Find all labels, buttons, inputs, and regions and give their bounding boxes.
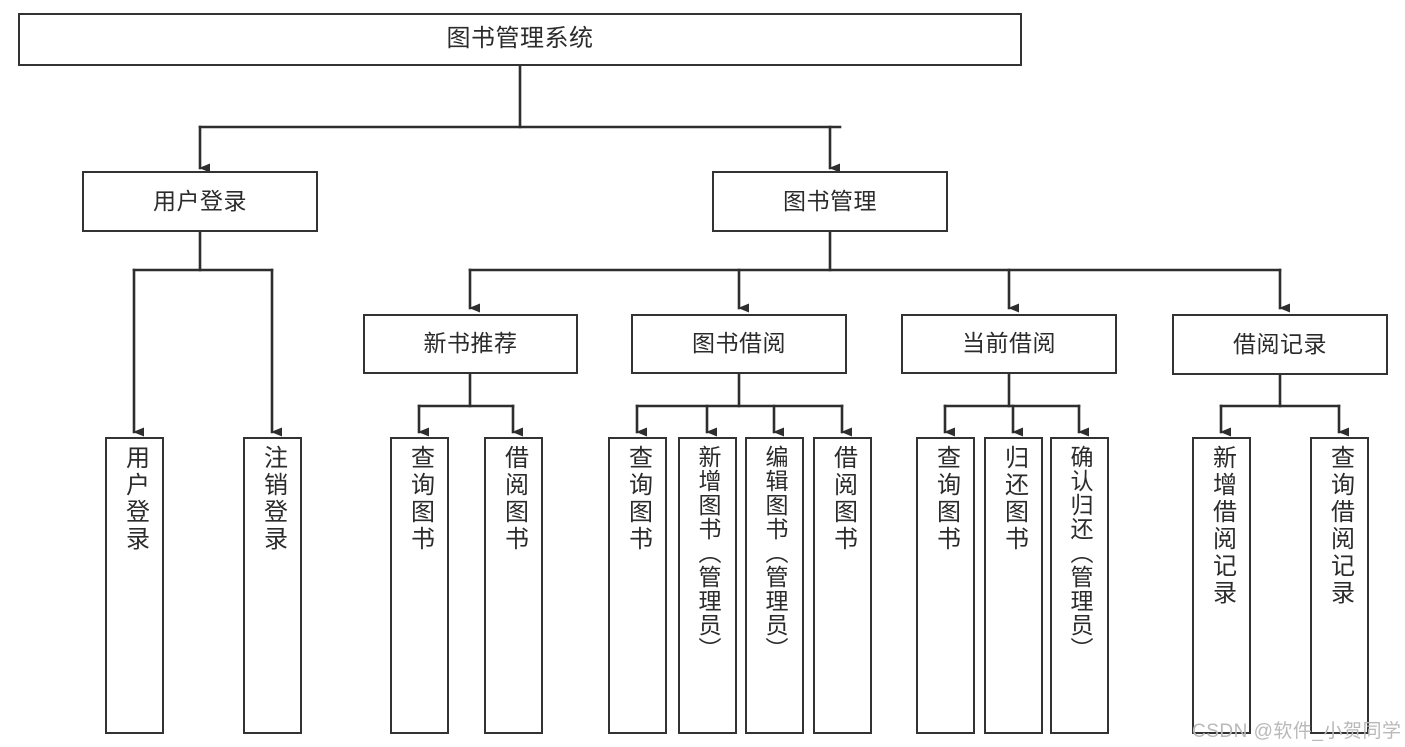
node-leaf-logout[interactable]: 注销登录 (243, 437, 302, 734)
node-new-book-recommend[interactable]: 新书推荐 (363, 314, 578, 374)
node-label: 归还图书 (1000, 445, 1028, 553)
node-label: 编辑图书（管理员） (762, 445, 788, 661)
node-label: 查询图书 (624, 445, 652, 553)
node-leaf-borrow-book[interactable]: 借阅图书 (813, 437, 872, 734)
node-borrow-records[interactable]: 借阅记录 (1172, 314, 1388, 375)
node-leaf-user-login[interactable]: 用户登录 (105, 437, 164, 734)
node-label: 图书借阅 (692, 330, 786, 357)
node-leaf-query-borrow-record[interactable]: 查询借阅记录 (1310, 437, 1369, 734)
node-label: 借阅图书 (829, 445, 857, 553)
node-leaf-borrow-book-newbook[interactable]: 借阅图书 (484, 437, 543, 734)
node-leaf-confirm-return-admin[interactable]: 确认归还（管理员） (1050, 437, 1109, 734)
node-label: 当前借阅 (962, 330, 1056, 357)
node-book-management[interactable]: 图书管理 (712, 171, 948, 232)
node-label: 新增借阅记录 (1208, 445, 1236, 607)
node-leaf-query-book-newbook[interactable]: 查询图书 (390, 437, 449, 734)
node-leaf-edit-book-admin[interactable]: 编辑图书（管理员） (745, 437, 804, 734)
node-label: 图书管理 (783, 187, 877, 214)
node-label: 查询借阅记录 (1326, 445, 1354, 607)
node-user-login[interactable]: 用户登录 (82, 171, 318, 232)
node-label: 用户登录 (153, 187, 247, 214)
node-root-system[interactable]: 图书管理系统 (18, 13, 1022, 66)
node-label: 确认归还（管理员） (1067, 445, 1093, 661)
node-leaf-add-borrow-record[interactable]: 新增借阅记录 (1192, 437, 1251, 734)
node-label: 借阅图书 (500, 445, 528, 553)
node-label: 新书推荐 (423, 330, 518, 357)
node-book-borrow[interactable]: 图书借阅 (631, 314, 847, 374)
node-label: 新增图书（管理员） (695, 445, 721, 661)
node-leaf-query-book-borrow[interactable]: 查询图书 (608, 437, 667, 734)
node-current-borrow[interactable]: 当前借阅 (901, 314, 1117, 374)
node-label: 注销登录 (259, 445, 287, 553)
node-label: 图书管理系统 (446, 25, 594, 53)
node-leaf-return-book[interactable]: 归还图书 (984, 437, 1043, 734)
node-label: 查询图书 (932, 445, 960, 553)
csdn-watermark: CSDN @软件_小贺同学 (1192, 721, 1402, 742)
node-label: 借阅记录 (1233, 330, 1327, 357)
node-leaf-query-book-current[interactable]: 查询图书 (916, 437, 975, 734)
node-label: 用户登录 (121, 445, 149, 553)
node-leaf-add-book-admin[interactable]: 新增图书（管理员） (678, 437, 737, 734)
node-label: 查询图书 (406, 445, 434, 553)
